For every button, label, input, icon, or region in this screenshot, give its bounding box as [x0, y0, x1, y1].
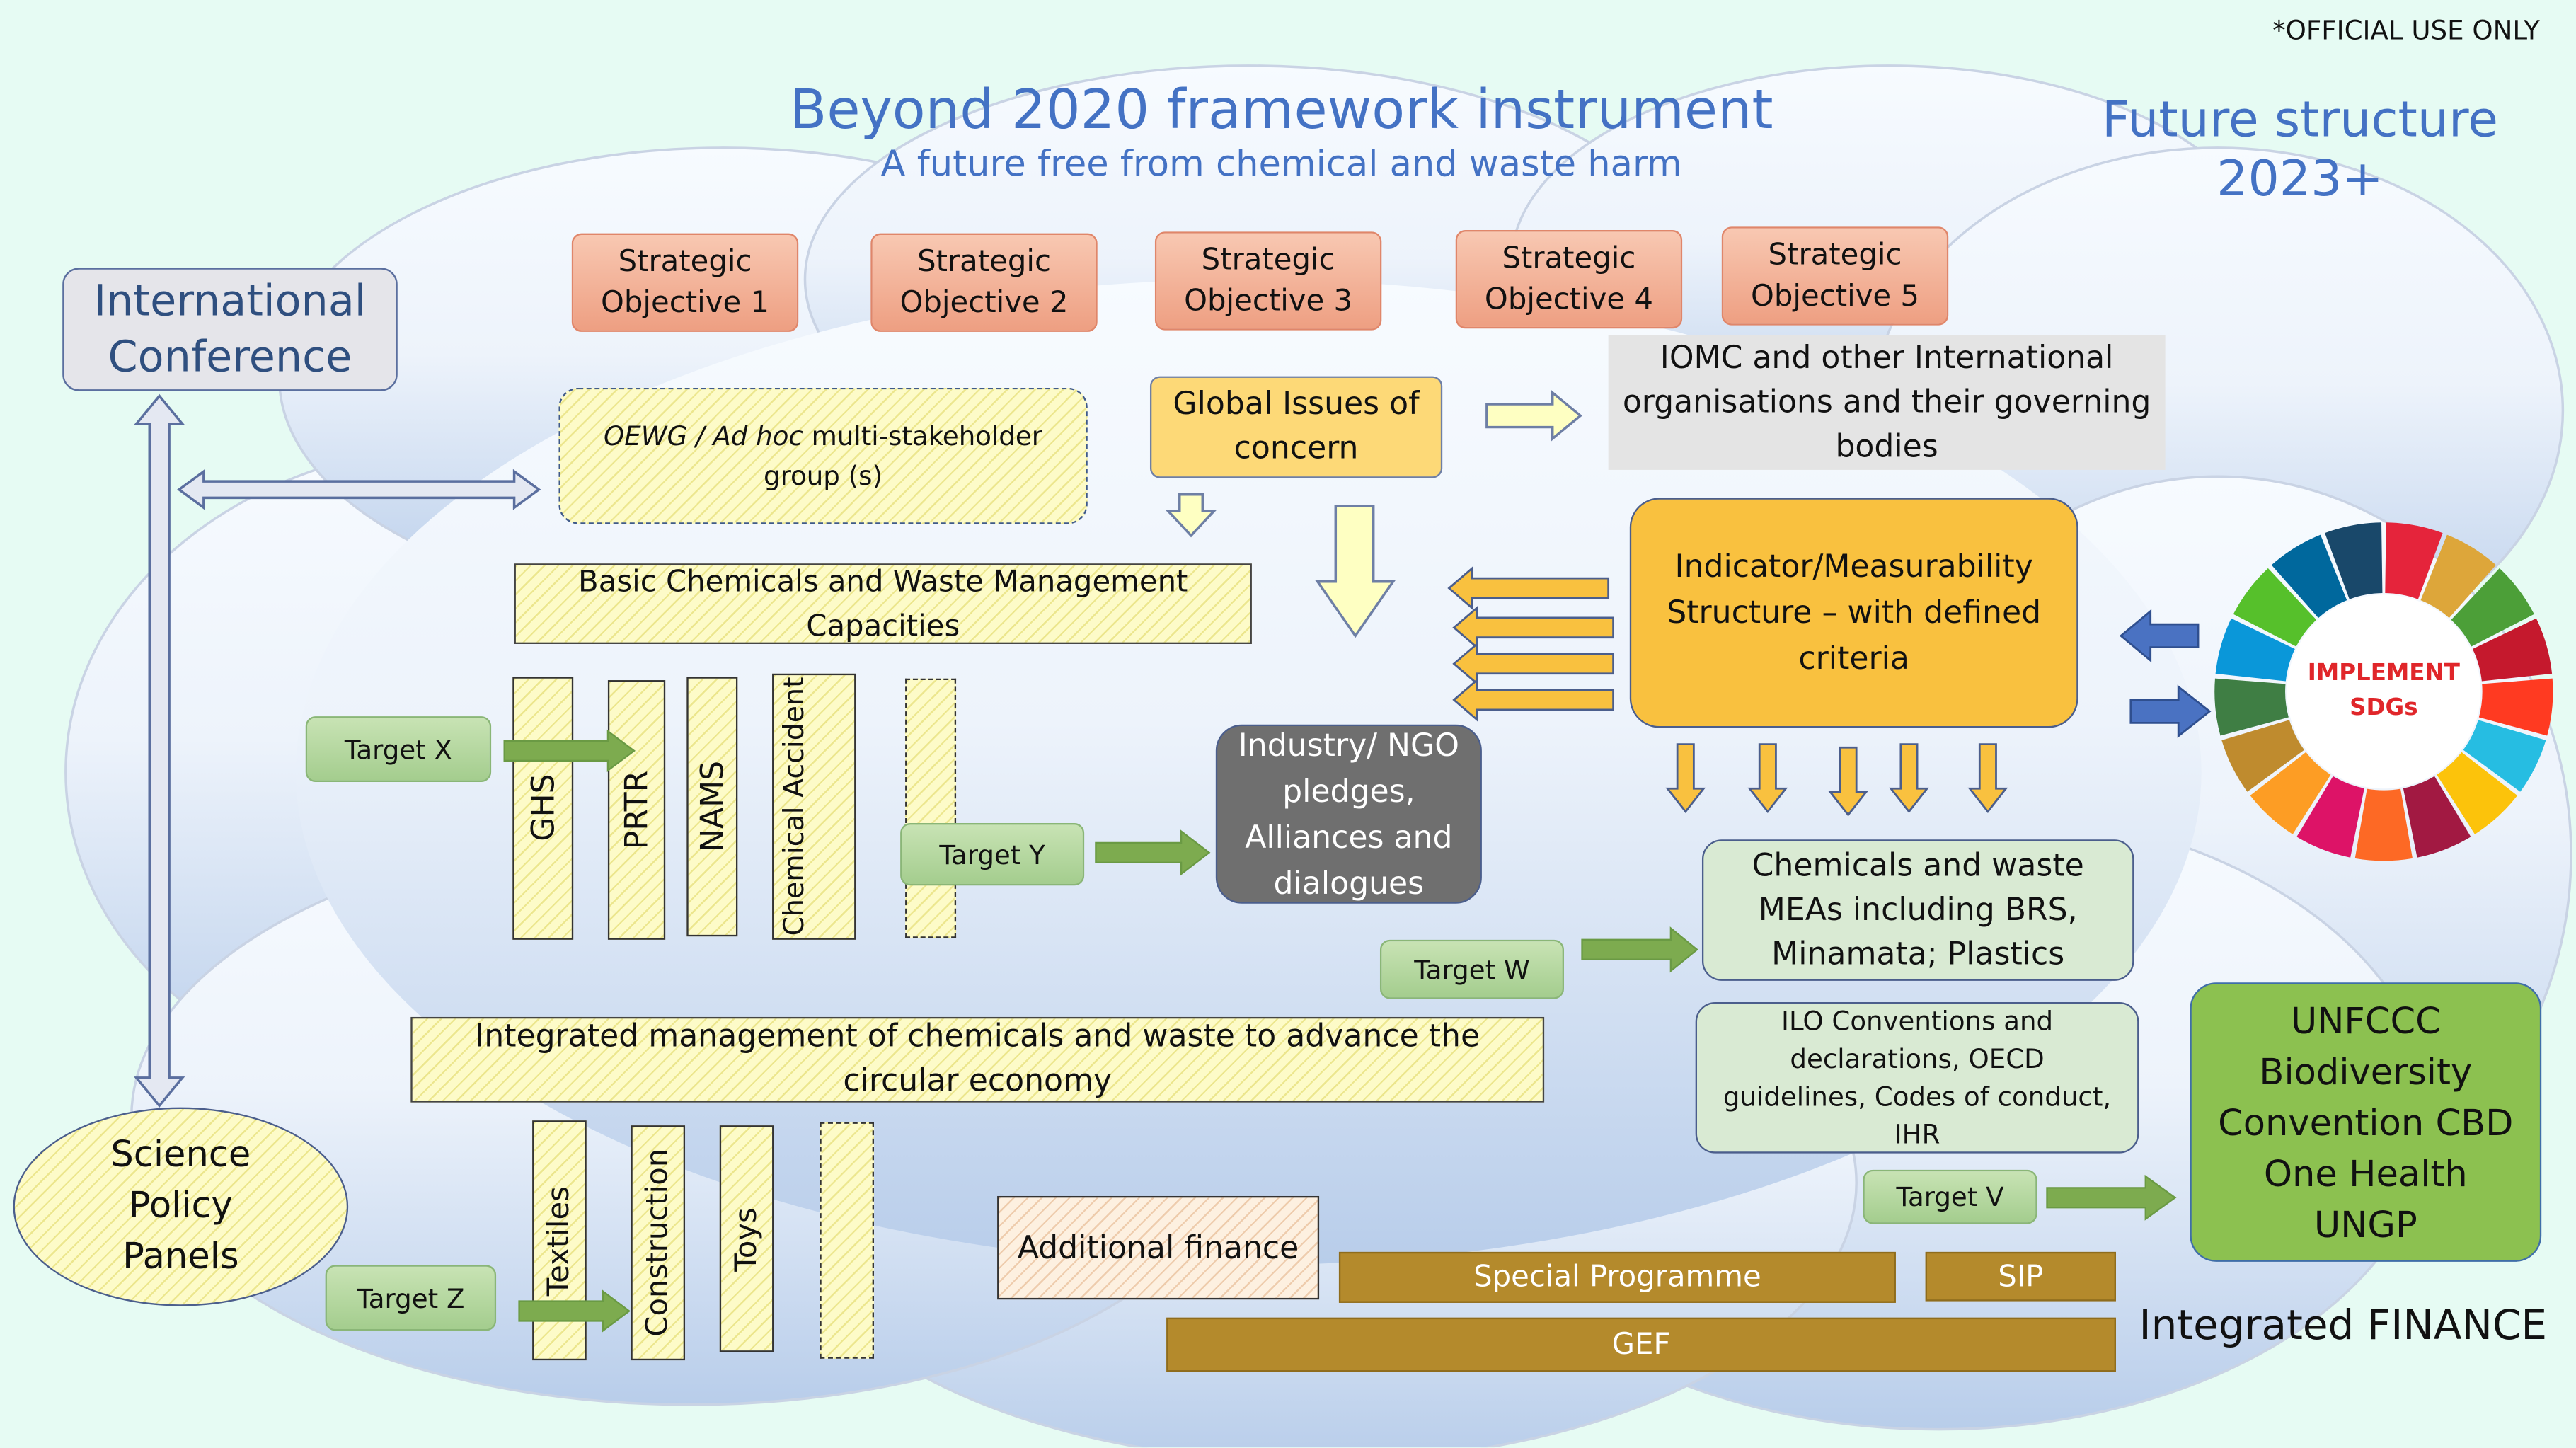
- column-sector-placeholder: [820, 1122, 874, 1359]
- indicator-left-arrow-4: [1452, 678, 1615, 722]
- additional-finance-box: Additional finance: [997, 1195, 1320, 1300]
- unfccc-line-4: One Health: [2263, 1154, 2468, 1196]
- unfccc-line-5: UNGP: [2313, 1205, 2417, 1247]
- indicator-down-arrow-2: [1747, 743, 1788, 814]
- sip-bar: SIP: [1925, 1251, 2116, 1302]
- column-chemical-accident: Chemical Accident: [772, 673, 856, 940]
- sdg-wheel-segment: [2233, 568, 2317, 647]
- iomc-box: IOMC and other International organisatio…: [1608, 335, 2166, 470]
- international-conference-box: International Conference: [62, 268, 398, 391]
- target-w-arrow: [1581, 926, 1698, 973]
- sdg-wheel-segment: [2403, 776, 2471, 858]
- unfccc-line-1: UNFCCC: [2290, 1002, 2441, 1044]
- sdg-wheel-segment: [2271, 534, 2347, 619]
- indicator-down-arrow-3: [1828, 746, 1868, 817]
- sdg-wheel-segment: [2221, 720, 2305, 792]
- strategic-objective-4: Strategic Objective 4: [1455, 229, 1683, 329]
- basic-capacities-box: Basic Chemicals and Waste Management Cap…: [514, 563, 1252, 644]
- column-toys: Toys: [719, 1125, 774, 1352]
- column-placeholder: [905, 678, 957, 938]
- oewg-box: OEWG / Ad hoc multi-stakeholder group (s…: [558, 387, 1088, 524]
- sdg-wheel-segment: [2215, 618, 2295, 682]
- global-big-down-arrow: [1315, 505, 1396, 638]
- oewg-italic-text: OEWG / Ad hoc: [604, 420, 803, 452]
- diagram-subtitle: A future free from chemical and waste ha…: [880, 144, 1682, 185]
- global-to-iomc-arrow: [1485, 390, 1582, 442]
- sdg-wheel-segment: [2385, 522, 2443, 599]
- sdg-wheel-segment: [2472, 618, 2553, 682]
- strategic-objective-1: Strategic Objective 1: [571, 233, 799, 332]
- target-v: Target V: [1863, 1169, 2037, 1224]
- oewg-text: multi-stakeholder group (s): [764, 420, 1043, 490]
- sdg-wheel-segment: [2354, 788, 2413, 861]
- sdg-wheel-segment: [2296, 776, 2364, 858]
- gef-bar: GEF: [1166, 1317, 2116, 1372]
- sdg-wheel-segment: [2250, 752, 2331, 834]
- sdg-to-indicator-arrow: [2119, 609, 2200, 663]
- unfccc-box: UNFCCC Biodiversity Convention CBD One H…: [2190, 982, 2542, 1262]
- sdg-wheel-segment: [2437, 752, 2518, 834]
- sdg-wheel-segment: [2463, 720, 2546, 792]
- indicator-down-arrow-5: [1967, 743, 2008, 814]
- science-line-2: Policy: [128, 1186, 233, 1228]
- conference-oewg-double-arrow: [177, 469, 541, 510]
- indicator-structure-box: Indicator/Measurability Structure – with…: [1629, 498, 2078, 728]
- sdg-wheel-center: [2287, 594, 2481, 789]
- sdg-wheel-segment: [2214, 678, 2289, 736]
- sdg-wheel-segment: [2478, 678, 2553, 736]
- industry-pledges-box: Industry/ NGO pledges, Alliances and dia…: [1215, 724, 1482, 904]
- target-y-arrow: [1095, 829, 1211, 876]
- indicator-down-arrow-1: [1665, 743, 1706, 814]
- special-programme-bar: Special Programme: [1338, 1251, 1896, 1303]
- future-structure-line-1: Future structure: [2101, 91, 2498, 150]
- future-structure-line-2: 2023+: [2216, 151, 2384, 209]
- indicator-down-arrow-4: [1889, 743, 1929, 814]
- strategic-objective-3: Strategic Objective 3: [1154, 231, 1382, 331]
- global-small-down-arrow: [1165, 493, 1217, 538]
- indicator-to-sdg-arrow: [2129, 684, 2212, 738]
- unfccc-line-3: Convention CBD: [2218, 1103, 2514, 1146]
- target-x-arrow: [503, 729, 636, 773]
- sdg-wheel-segment: [2451, 568, 2534, 647]
- target-x: Target X: [305, 716, 492, 782]
- sdg-wheel-segment: [2325, 522, 2383, 599]
- meas-box: Chemicals and waste MEAs including BRS, …: [1701, 839, 2134, 981]
- conference-science-double-arrow: [133, 393, 185, 1108]
- target-z: Target Z: [325, 1265, 497, 1331]
- sdg-wheel: [2214, 522, 2553, 861]
- column-nams: NAMS: [686, 677, 738, 937]
- column-construction: Construction: [631, 1125, 686, 1361]
- strategic-objective-5: Strategic Objective 5: [1721, 226, 1949, 326]
- unfccc-line-2: Biodiversity: [2259, 1053, 2473, 1095]
- global-issues-box: Global Issues of concern: [1149, 376, 1443, 478]
- integrated-management-box: Integrated management of chemicals and w…: [410, 1016, 1545, 1103]
- target-v-arrow: [2046, 1174, 2177, 1221]
- target-w: Target W: [1379, 939, 1564, 999]
- column-ghs: GHS: [512, 677, 574, 940]
- indicator-left-arrow-2: [1452, 605, 1615, 650]
- ilo-box: ILO Conventions and declarations, OECD g…: [1695, 1002, 2139, 1154]
- official-use-label: *OFFICIAL USE ONLY: [2272, 14, 2540, 46]
- column-prtr: PRTR: [607, 680, 666, 940]
- indicator-left-arrow-3: [1452, 641, 1615, 686]
- strategic-objective-2: Strategic Objective 2: [870, 233, 1098, 332]
- science-line-1: Science: [110, 1135, 251, 1177]
- future-structure-label: Future structure 2023+: [2070, 92, 2530, 210]
- sdg-wheel-segment: [2420, 534, 2496, 619]
- implement-sdgs-label: IMPLEMENT SDGs: [2307, 660, 2460, 722]
- integrated-finance-label: Integrated FINANCE: [2139, 1301, 2548, 1349]
- indicator-left-arrow-1: [1447, 566, 1610, 610]
- science-line-3: Panels: [122, 1237, 239, 1279]
- target-y: Target Y: [900, 823, 1085, 886]
- science-policy-panels: Science Policy Panels: [13, 1107, 349, 1306]
- target-z-arrow: [518, 1289, 631, 1333]
- diagram-title: Beyond 2020 framework instrument: [789, 76, 1773, 141]
